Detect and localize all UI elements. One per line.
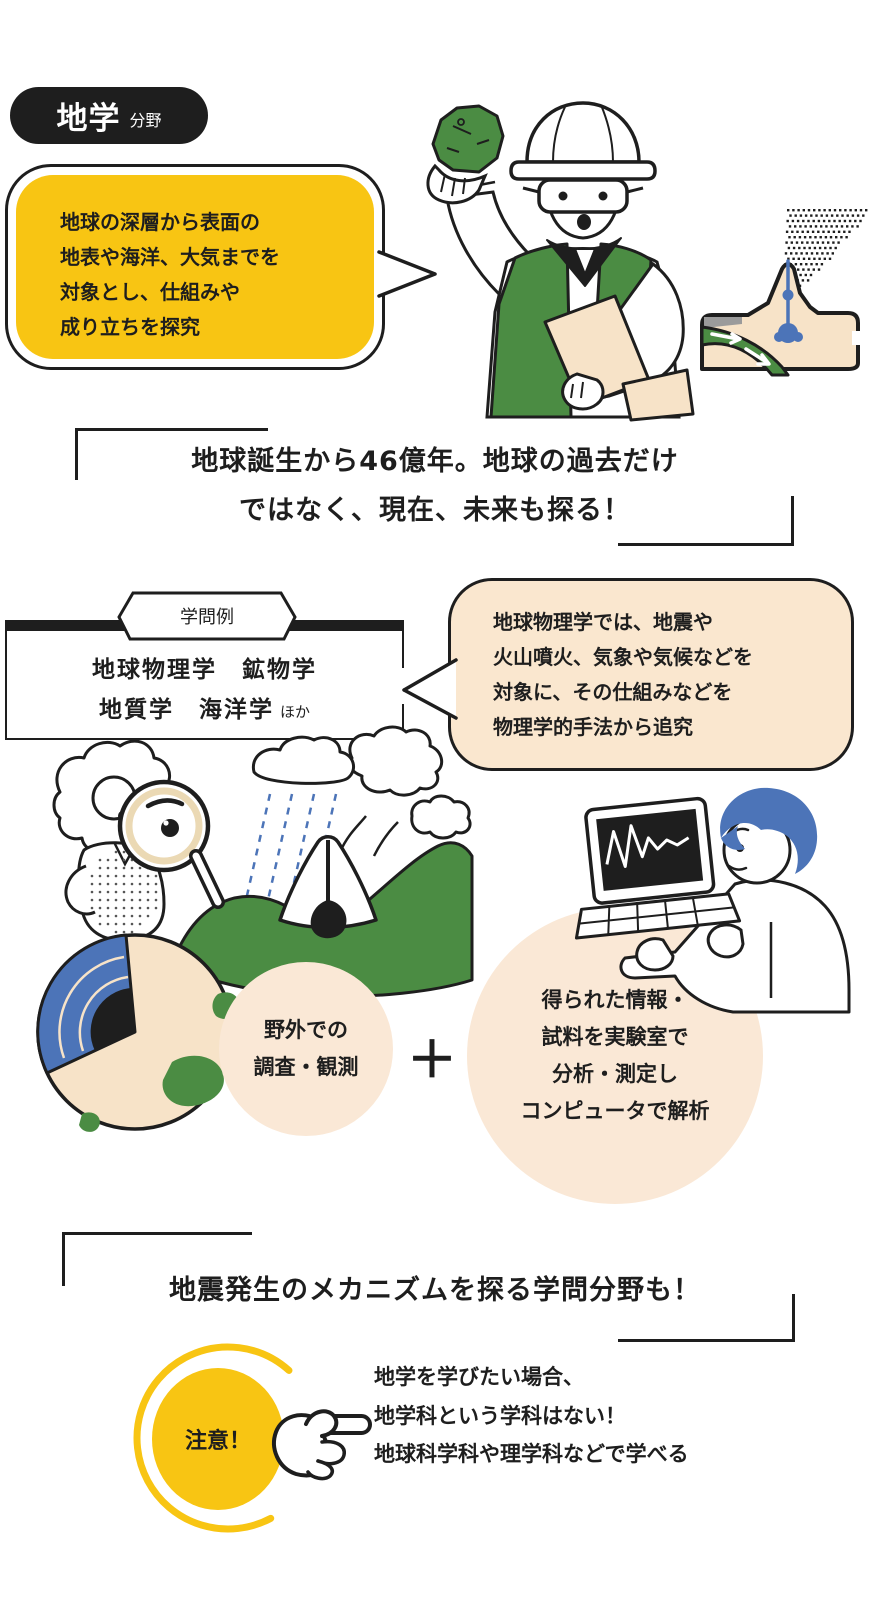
field-badge-title: 地学 (56, 101, 121, 137)
rain-cloud (251, 735, 356, 785)
lab-circle-line: 得られた情報・ (541, 988, 689, 1012)
intro-line: 成り立ちを探究 (60, 315, 200, 339)
geophysics-speech-bubble: 地球物理学では、地震や 火山噴火、気象や気候などを 対象に、その仕組みなどを 物… (448, 578, 854, 771)
intro-line: 地球の深層から表面の (60, 210, 260, 234)
field-circle-line: 野外での (264, 1018, 348, 1042)
headline-top-line2: ではなく、現在、未来も探る！ (239, 495, 631, 526)
blue-hair (720, 787, 818, 874)
examples-rows: 地球物理学 鉱物学 地質学 海洋学ほか (7, 622, 402, 732)
headline-top-line1: 地球誕生から46億年。地球の過去だけ (191, 446, 679, 477)
speech-tail-left-icon (402, 658, 458, 720)
pointing-hand-icon (272, 1409, 372, 1481)
lab-circle-line: コンピュータで解析 (520, 1099, 710, 1123)
field-circle-line: 調査・観測 (253, 1055, 359, 1079)
geophysics-line: 火山噴火、気象や気候などを (493, 645, 753, 669)
corner-bracket-top-left-2 (62, 1232, 252, 1286)
magma-chamber (310, 900, 347, 939)
continent (79, 1112, 100, 1132)
rock-sample (431, 104, 505, 174)
headline-top: 地球誕生から46億年。地球の過去だけ ではなく、現在、未来も探る！ (0, 437, 870, 535)
geologist-illustration (426, 101, 695, 422)
notice-badge: 注意！ (152, 1368, 284, 1510)
intro-line: 対象とし、仕組みや (60, 280, 240, 304)
notice-text: 地学を学びたい場合、 地学科という学科はない！ 地球科学科や理学科などで学べる (374, 1358, 689, 1474)
examples-row2-note: ほか (279, 703, 310, 721)
continent (162, 1055, 224, 1107)
examples-tag-label: 学問例 (180, 607, 234, 628)
intro-speech-bubble-text: 地球の深層から表面の 地表や海洋、大気までを 対象とし、仕組みや 成り立ちを探究 (16, 175, 374, 359)
field-circle: 野外での 調査・観測 (219, 962, 393, 1136)
laptop (574, 796, 742, 940)
volcanic-smoke-dots (783, 209, 868, 287)
field-survey-illustration (36, 725, 474, 1132)
geophysics-line: 対象に、その仕組みなどを (493, 680, 733, 704)
subduction-diagram (700, 209, 868, 377)
headline-bottom: 地震発生のメカニズムを探る学問分野も！ (169, 1275, 701, 1306)
notice-line: 地学科という学科はない！ (374, 1403, 626, 1428)
corner-bracket-top-left (75, 428, 268, 480)
intro-line: 地表や海洋、大気までを (60, 245, 280, 269)
examples-tag-ribbon (117, 591, 297, 641)
geophysics-line: 物理学的手法から追究 (493, 715, 693, 739)
field-badge-category: 分野 (129, 111, 162, 130)
notice-line: 地学を学びたい場合、 (374, 1365, 584, 1389)
notice-arc (133, 1343, 323, 1533)
corner-bracket-bottom-right (618, 496, 794, 546)
plus-icon: ＋ (407, 1031, 457, 1089)
notice-badge-label: 注意！ (184, 1429, 251, 1454)
examples-box: 地球物理学 鉱物学 地質学 海洋学ほか 学問例 (5, 591, 406, 740)
examples-row1: 地球物理学 鉱物学 (92, 657, 317, 683)
notice-line: 地球科学科や理学科などで学べる (374, 1442, 689, 1466)
seismograph-waveform (605, 824, 690, 869)
smoke-cloud (348, 725, 444, 797)
lab-circle-line: 分析・測定し (552, 1062, 678, 1086)
speech-tail-icon (377, 250, 437, 298)
corner-bracket-bottom-right-2 (618, 1294, 795, 1342)
intro-speech-bubble: 地球の深層から表面の 地表や海洋、大気までを 対象とし、仕組みや 成り立ちを探究 (5, 164, 385, 370)
laptop-scientist-illustration (574, 787, 851, 1014)
smoke-cloud-small (410, 794, 472, 840)
lab-circle-line: 試料を実験室で (541, 1025, 689, 1049)
examples-row2: 地質学 海洋学ほか (98, 697, 310, 723)
earth-cutaway-core (90, 988, 135, 1051)
lab-circle: 得られた情報・ 試料を実験室で 分析・測定し コンピュータで解析 (467, 908, 763, 1204)
geophysics-line: 地球物理学では、地震や (493, 610, 713, 634)
field-badge: 地学 分野 (10, 87, 208, 144)
